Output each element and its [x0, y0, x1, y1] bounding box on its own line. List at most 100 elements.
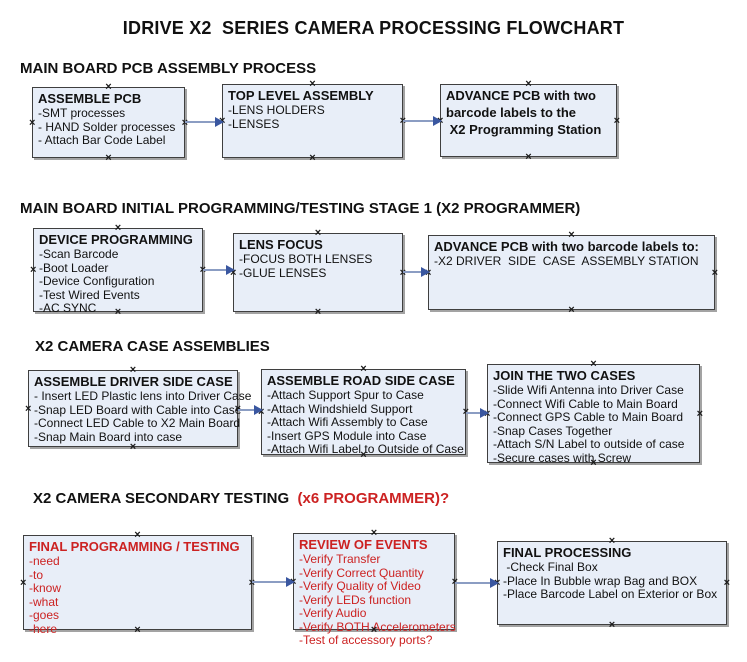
- box-line: -LENS HOLDERS: [228, 103, 325, 117]
- box-title: ASSEMBLE DRIVER SIDE CASE: [34, 374, 233, 389]
- flow-box-lens-focus: × × × × LENS FOCUS -FOCUS BOTH LENSES -G…: [230, 228, 406, 318]
- box-line: -Verify Transfer: [299, 552, 381, 566]
- box-line: -Attach Wifi Assembly to Case: [267, 415, 428, 429]
- box-line: -Snap Cases Together: [493, 423, 613, 438]
- box-line: -LENSES: [228, 116, 280, 131]
- box-line: -what: [29, 594, 59, 609]
- connection-point-icon: ×: [129, 441, 137, 453]
- flow-arrow: [403, 116, 442, 126]
- box-line: -Attach S/N Label to outside of case: [493, 437, 685, 451]
- section-heading-main-board-pcb-assembly: MAIN BOARD PCB ASSEMBLY PROCESS: [20, 60, 317, 77]
- flow-box-join-the-two-cases: × × × × JOIN THE TWO CASES -Slide Wifi A…: [484, 359, 703, 469]
- flow-arrow: [238, 405, 263, 415]
- page-title: IDRIVE X2 SERIES CAMERA PROCESSING FLOWC…: [122, 18, 625, 38]
- box-line: -SMT processes: [38, 106, 126, 120]
- arrowhead-icon: [226, 265, 235, 275]
- box-line: -Attach Support Spur to Case: [267, 388, 424, 402]
- box-title: TOP LEVEL ASSEMBLY: [228, 88, 374, 103]
- flow-box-final-programming-testing: × × × × FINAL PROGRAMMING / TESTING -nee…: [20, 530, 255, 636]
- box-line: -Device Configuration: [39, 274, 155, 288]
- section-heading-red-part: (x6 PROGRAMMER)?: [297, 490, 450, 507]
- connection-point-icon: ×: [29, 116, 36, 129]
- box-line: -Place In Bubble wrap Bag and BOX: [503, 573, 698, 588]
- box-line: - Insert LED Plastic lens into Driver Ca…: [34, 389, 252, 403]
- box-line: barcode labels to the: [446, 105, 577, 120]
- flow-box-final-processing: × × × × FINAL PROCESSING -Check Final Bo…: [494, 536, 730, 631]
- box-title: DEVICE PROGRAMMING: [39, 232, 193, 247]
- connection-point-icon: ×: [723, 577, 730, 589]
- section-heading-initial-programming-testing: MAIN BOARD INITIAL PROGRAMMING/TESTING S…: [20, 200, 581, 217]
- flow-box-assemble-road-side-case: × × × × ASSEMBLE ROAD SIDE CASE -Attach …: [258, 364, 469, 461]
- connection-point-icon: ×: [105, 152, 112, 164]
- box-line: -Snap LED Board with Cable into Case: [34, 402, 242, 417]
- flow-arrow: [252, 577, 295, 587]
- box-line: -Snap Main Board into case: [34, 429, 183, 444]
- arrowhead-icon: [286, 577, 295, 587]
- box-line: -here: [29, 621, 58, 636]
- box-line: -Verify LEDs function: [299, 592, 412, 607]
- connection-point-icon: ×: [25, 402, 32, 415]
- box-line: -Slide Wifi Antenna into Driver Case: [493, 383, 684, 397]
- flow-arrow: [455, 578, 499, 588]
- box-line: -to: [29, 567, 44, 582]
- connection-point-icon: ×: [608, 619, 616, 631]
- box-line: -Connect GPS Cable to Main Board: [493, 410, 684, 424]
- box-title: LENS FOCUS: [239, 237, 323, 252]
- box-line: -Boot Loader: [39, 260, 109, 275]
- box-line: -need: [29, 554, 60, 568]
- box-line: -AC SYNC: [39, 301, 97, 315]
- box-title: FINAL PROCESSING: [503, 545, 632, 560]
- box-line: -Insert GPS Module into Case: [267, 428, 427, 443]
- connection-point-icon: ×: [696, 407, 703, 420]
- arrowhead-icon: [421, 267, 430, 277]
- box-title: ADVANCE PCB with two barcode labels to:: [434, 239, 699, 254]
- arrowhead-icon: [433, 116, 442, 126]
- box-line: -X2 DRIVER SIDE CASE ASSEMBLY STATION: [434, 254, 699, 268]
- connection-point-icon: ×: [613, 114, 620, 127]
- box-line: -Scan Barcode: [39, 247, 119, 261]
- box-line: -Connect Wifi Cable to Main Board: [493, 396, 678, 411]
- box-line: ADVANCE PCB with two: [446, 88, 596, 103]
- arrowhead-icon: [254, 405, 263, 415]
- box-line: -Test of accessory ports?: [299, 633, 433, 647]
- flow-box-advance-pcb-driver-side-station: × × × × ADVANCE PCB with two barcode lab…: [425, 230, 718, 316]
- box-line: -Verify Quality of Video: [299, 579, 421, 593]
- box-title: FINAL PROGRAMMING / TESTING: [29, 539, 240, 554]
- box-line: - Attach Bar Code Label: [38, 133, 166, 147]
- box-line: -goes: [29, 608, 60, 622]
- flow-box-review-of-events: × × × × REVIEW OF EVENTS -Verify Transfe…: [290, 528, 458, 647]
- box-line: -Check Final Box: [503, 560, 598, 574]
- box-line: - HAND Solder processes: [38, 119, 176, 134]
- connection-point-icon: ×: [568, 304, 575, 316]
- box-title: REVIEW OF EVENTS: [299, 537, 428, 552]
- box-line: -Verify Correct Quantity: [299, 565, 424, 580]
- box-line: X2 Programming Station: [446, 122, 602, 137]
- box-line: -Secure cases with Screw: [493, 450, 632, 465]
- arrowhead-icon: [215, 117, 224, 127]
- flow-box-assemble-pcb: × × × × ASSEMBLE PCB -SMT processes - HA…: [29, 82, 188, 164]
- box-line: -GLUE LENSES: [239, 265, 327, 280]
- box-title: JOIN THE TWO CASES: [493, 368, 636, 383]
- connection-point-icon: ×: [525, 151, 532, 163]
- connection-point-icon: ×: [20, 576, 27, 589]
- flow-arrow: [185, 117, 224, 127]
- box-line: -Place Barcode Label on Exterior or Box: [503, 587, 718, 601]
- section-heading-camera-case-assemblies: X2 CAMERA CASE ASSEMBLIES: [35, 338, 270, 355]
- connection-point-icon: ×: [314, 306, 322, 318]
- box-line: -Attach Windshield Support: [267, 401, 413, 416]
- section-heading-black-part: X2 CAMERA SECONDARY TESTING: [33, 490, 298, 507]
- box-title: ASSEMBLE ROAD SIDE CASE: [267, 373, 455, 388]
- flow-arrow: [403, 267, 430, 277]
- flow-box-top-level-assembly: × × × × TOP LEVEL ASSEMBLY -LENS HOLDERS…: [219, 79, 406, 164]
- box-line: -Test Wired Events: [39, 287, 140, 302]
- box-line: -Verify Audio: [299, 606, 367, 620]
- flow-box-assemble-driver-side-case: × × × × ASSEMBLE DRIVER SIDE CASE - Inse…: [25, 365, 252, 453]
- box-line: -know: [29, 581, 62, 595]
- box-line: -Attach Wifi Label to Outside of Case: [267, 442, 464, 456]
- flow-box-device-programming: × × × × DEVICE PROGRAMMING -Scan Barcode…: [30, 223, 206, 318]
- flow-box-advance-pcb-programming-station: × × × × ADVANCE PCB with two barcode lab…: [437, 79, 620, 163]
- box-line: -Verify BOTH Accelerometers: [299, 619, 456, 634]
- arrowhead-icon: [480, 408, 489, 418]
- box-line: -FOCUS BOTH LENSES: [239, 252, 373, 266]
